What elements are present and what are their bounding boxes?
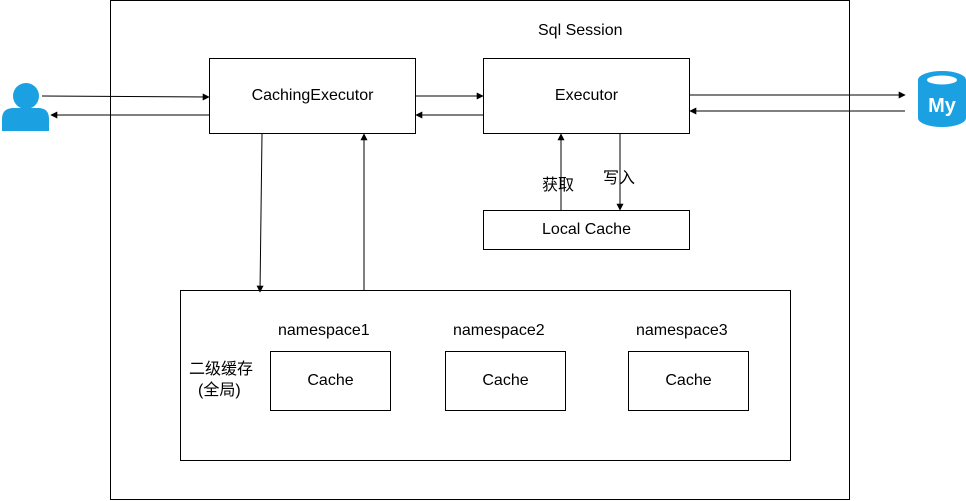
user-icon bbox=[2, 83, 49, 131]
namespace-label: namespace3 bbox=[636, 322, 728, 339]
namespace-cache-box: Cache bbox=[628, 351, 749, 411]
arrow-user-to-caching-executor bbox=[41, 93, 210, 101]
write-label: 写入 bbox=[603, 170, 636, 187]
namespace-label: namespace2 bbox=[453, 322, 545, 339]
second-level-cache-label-line1: 二级缓存 bbox=[189, 361, 254, 378]
executor-label: Executor bbox=[554, 87, 619, 104]
executor-box: Executor bbox=[483, 58, 690, 134]
database-icon: My bbox=[918, 71, 966, 127]
namespace-cache-label: Cache bbox=[482, 372, 529, 389]
namespace-cache-label: Cache bbox=[307, 372, 354, 389]
caching-executor-label: CachingExecutor bbox=[251, 87, 374, 104]
local-cache-label: Local Cache bbox=[542, 221, 631, 238]
second-level-cache-label-line2: (全局) bbox=[198, 382, 241, 399]
namespace-label: namespace1 bbox=[278, 322, 370, 339]
local-cache-box: Local Cache bbox=[483, 210, 690, 250]
namespace-cache-box: Cache bbox=[270, 351, 391, 411]
database-icon-label: My bbox=[928, 95, 957, 117]
sql-session-label: Sql Session bbox=[538, 22, 623, 39]
namespace-cache-label: Cache bbox=[665, 372, 712, 389]
fetch-label: 获取 bbox=[542, 177, 575, 194]
namespace-cache-box: Cache bbox=[445, 351, 566, 411]
arrow-caching-executor-to-second-level bbox=[256, 133, 264, 293]
